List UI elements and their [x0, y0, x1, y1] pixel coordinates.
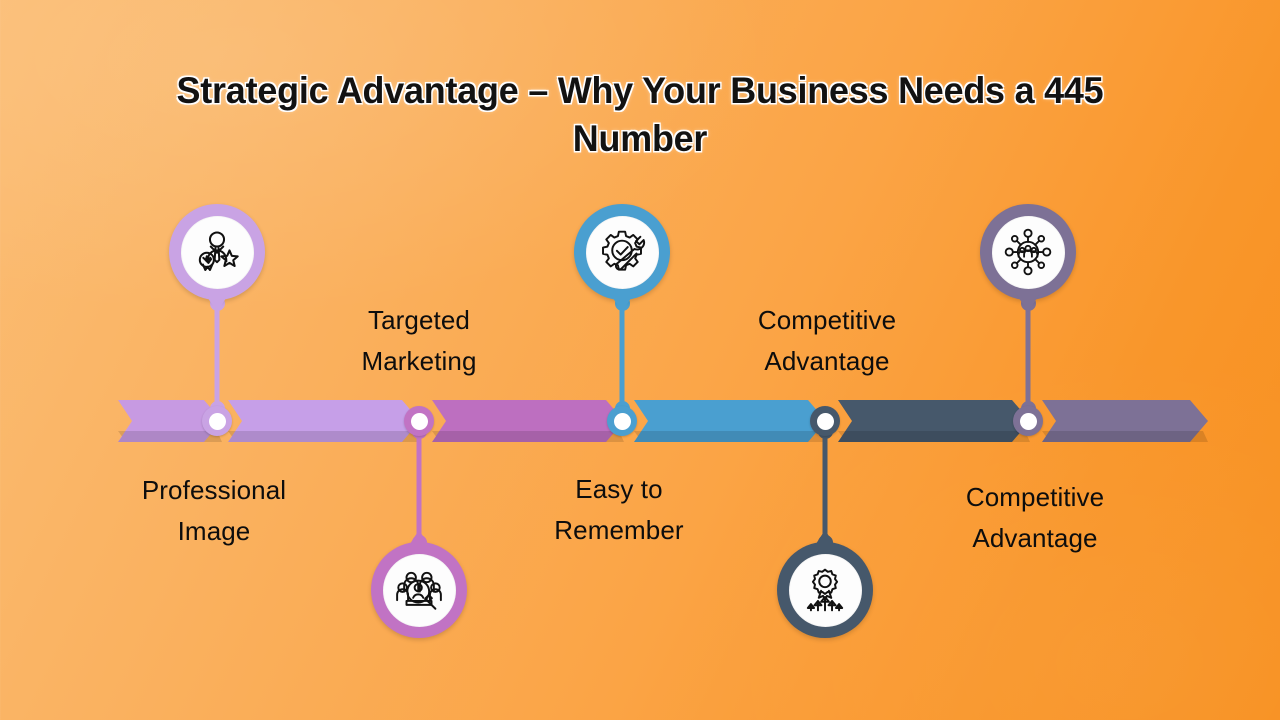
timeline-arrow-bar [0, 400, 1280, 442]
label-line-2: Advantage [764, 346, 890, 376]
node-competitive-advantage-5[interactable] [980, 204, 1076, 300]
network-people-hub-icon [991, 215, 1065, 289]
label-professional-image: Professional Image [64, 470, 364, 552]
label-line-1: Targeted [368, 305, 470, 335]
person-badge-star-icon [180, 215, 254, 289]
bar-segment-6 [1042, 400, 1208, 442]
label-competitive-advantage-4: Competitive Advantage [677, 300, 977, 382]
page-title: Strategic Advantage – Why Your Business … [176, 69, 1104, 159]
label-easy-to-remember: Easy to Remember [469, 469, 769, 551]
stem-step-1 [214, 300, 220, 412]
marker-dot [410, 412, 428, 430]
bar-segment-5 [838, 400, 1030, 442]
marker-dot [1019, 412, 1037, 430]
label-line-1: Competitive [965, 482, 1105, 512]
bar-segment-4 [634, 400, 826, 442]
stem-step-2 [416, 428, 422, 546]
stem-step-3 [619, 300, 625, 412]
label-line-2: Advantage [972, 523, 1098, 553]
marker-step-4[interactable] [810, 406, 840, 436]
node-professional-image[interactable] [169, 204, 265, 300]
marker-dot [208, 412, 226, 430]
stem-step-4 [822, 428, 828, 546]
label-line-1: Professional [141, 475, 287, 505]
bar-segment-2 [228, 400, 420, 442]
marker-step-2[interactable] [404, 406, 434, 436]
gear-check-wrench-icon [585, 215, 659, 289]
marker-dot [613, 412, 631, 430]
node-easy-to-remember[interactable] [574, 204, 670, 300]
node-targeted-marketing[interactable] [371, 542, 467, 638]
label-competitive-advantage-5: Competitive Advantage [885, 477, 1185, 559]
label-line-1: Competitive [757, 305, 897, 335]
bar-segment-3 [432, 400, 624, 442]
node-competitive-advantage-4[interactable] [777, 542, 873, 638]
label-targeted-marketing: Targeted Marketing [269, 300, 569, 382]
marker-dot [816, 412, 834, 430]
label-line-2: Image [177, 516, 251, 546]
marker-step-1[interactable] [202, 406, 232, 436]
label-line-1: Easy to [575, 474, 663, 504]
stem-step-5 [1025, 300, 1031, 412]
label-line-2: Remember [554, 515, 684, 545]
marker-step-5[interactable] [1013, 406, 1043, 436]
label-line-2: Marketing [361, 346, 477, 376]
marker-step-3[interactable] [607, 406, 637, 436]
audience-magnifier-icon [382, 553, 456, 627]
award-growth-arrows-icon [788, 553, 862, 627]
